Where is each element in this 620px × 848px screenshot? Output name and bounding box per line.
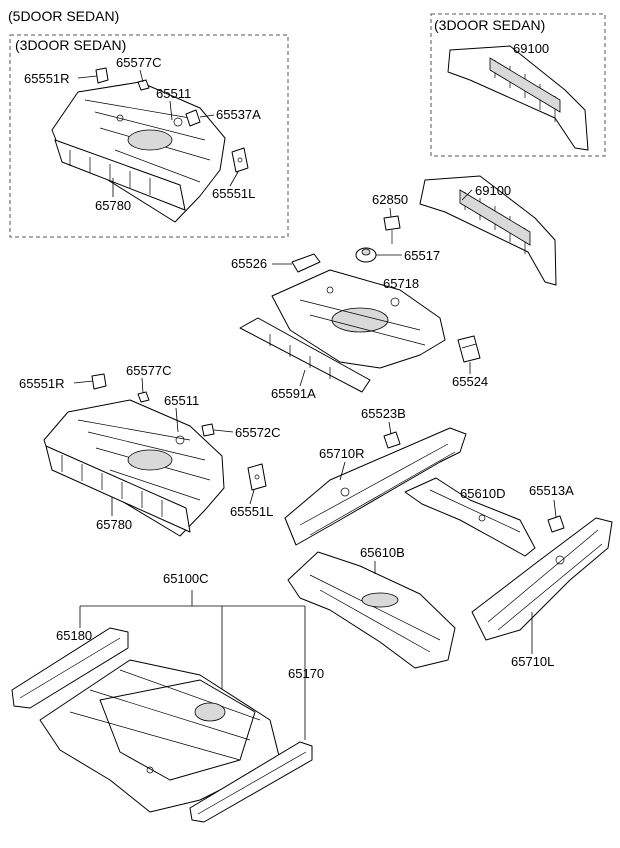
bracket-65524 xyxy=(457,335,481,363)
label-69100-top: 69100 xyxy=(513,41,549,56)
group-box-3door-left xyxy=(9,34,289,238)
bracket-65537A xyxy=(185,109,201,127)
header-5door-sedan: (5DOOR SEDAN) xyxy=(8,8,119,24)
label-65180: 65180 xyxy=(56,628,92,643)
label-65551L-top: 65551L xyxy=(212,186,255,201)
group-box-3door-right xyxy=(430,13,606,157)
label-65524: 65524 xyxy=(452,374,488,389)
label-65513A: 65513A xyxy=(529,483,574,498)
label-65517: 65517 xyxy=(404,248,440,263)
label-65551L-mid: 65551L xyxy=(230,504,273,519)
header-3door-sedan-right: (3DOOR SEDAN) xyxy=(434,17,545,33)
leader-65551L-top xyxy=(229,171,239,187)
crossmember-65610D xyxy=(404,477,536,557)
label-65780-top: 65780 xyxy=(95,198,131,213)
bracket-65551L-top xyxy=(231,147,249,173)
label-62850: 62850 xyxy=(372,192,408,207)
label-65551R-mid: 65551R xyxy=(19,376,65,391)
header-3door-sedan-left: (3DOOR SEDAN) xyxy=(15,37,126,53)
bracket-65551R-mid xyxy=(91,373,107,390)
leader-65511-mid xyxy=(175,407,179,433)
label-65710L: 65710L xyxy=(511,654,554,669)
leader-65591A xyxy=(299,369,306,387)
leader-65551R-mid xyxy=(73,380,94,384)
label-65610B: 65610B xyxy=(360,545,405,560)
label-69100-mid: 69100 xyxy=(475,183,511,198)
label-65526: 65526 xyxy=(231,256,267,271)
leader-65577C-top xyxy=(139,69,144,83)
leader-65523B xyxy=(388,421,392,435)
clip-65577C-top xyxy=(137,79,150,91)
clip-65523B xyxy=(383,431,401,449)
bracket-65551L-mid xyxy=(247,463,267,491)
side-sill-65180 xyxy=(11,627,129,709)
leader-65537A xyxy=(199,114,215,118)
leader-65513A xyxy=(553,499,557,518)
rear-floor-panel-5door xyxy=(43,399,225,537)
rear-panel-69100-3door xyxy=(447,45,589,151)
rear-floor-pan-65718 xyxy=(271,269,446,369)
label-65780-mid: 65780 xyxy=(96,517,132,532)
label-65610D: 65610D xyxy=(460,486,506,501)
label-65511-mid: 65511 xyxy=(164,393,199,408)
bracket-65551R-top xyxy=(95,67,109,84)
center-floor-65610B xyxy=(287,551,456,669)
label-65100C: 65100C xyxy=(163,571,209,586)
leader-65100C-drops xyxy=(79,590,306,740)
rear-floor-panel-3door xyxy=(51,81,226,223)
clip-65577C-mid xyxy=(137,391,150,403)
leader-65551R-top xyxy=(77,75,98,79)
crossmember-65591A xyxy=(239,317,371,393)
floor-crossmember-3door xyxy=(54,139,186,211)
label-65537A: 65537A xyxy=(216,107,261,122)
clip-65572C xyxy=(201,423,215,437)
leader-65572C xyxy=(213,429,234,433)
label-65511-top: 65511 xyxy=(156,86,191,101)
label-65551R-top: 65551R xyxy=(24,71,70,86)
label-65572C: 65572C xyxy=(235,425,281,440)
leader-62850 xyxy=(389,207,392,218)
label-65710R: 65710R xyxy=(319,446,365,461)
side-sill-65170 xyxy=(189,741,313,823)
leader-69100-mid xyxy=(461,189,473,201)
mount-65517 xyxy=(355,247,377,263)
label-65591A: 65591A xyxy=(271,386,316,401)
label-65523B: 65523B xyxy=(361,406,406,421)
side-member-65710R xyxy=(284,427,467,546)
label-65718: 65718 xyxy=(383,276,419,291)
rear-panel-69100 xyxy=(419,175,557,286)
label-65170: 65170 xyxy=(288,666,324,681)
leader-65710R xyxy=(339,461,346,481)
bracket-65513A xyxy=(547,515,565,533)
leader-65551L-mid xyxy=(249,489,255,505)
leader-65577C-mid xyxy=(141,377,144,394)
label-65577C-top: 65577C xyxy=(116,55,162,70)
label-65577C-mid: 65577C xyxy=(126,363,172,378)
bracket-65526 xyxy=(291,253,321,273)
floor-crossmember-5door xyxy=(45,445,191,533)
leader-65511-top xyxy=(169,100,173,121)
front-floor-panel-65100C xyxy=(39,659,281,813)
side-member-65710L xyxy=(471,517,613,641)
plug-62850 xyxy=(383,215,401,244)
